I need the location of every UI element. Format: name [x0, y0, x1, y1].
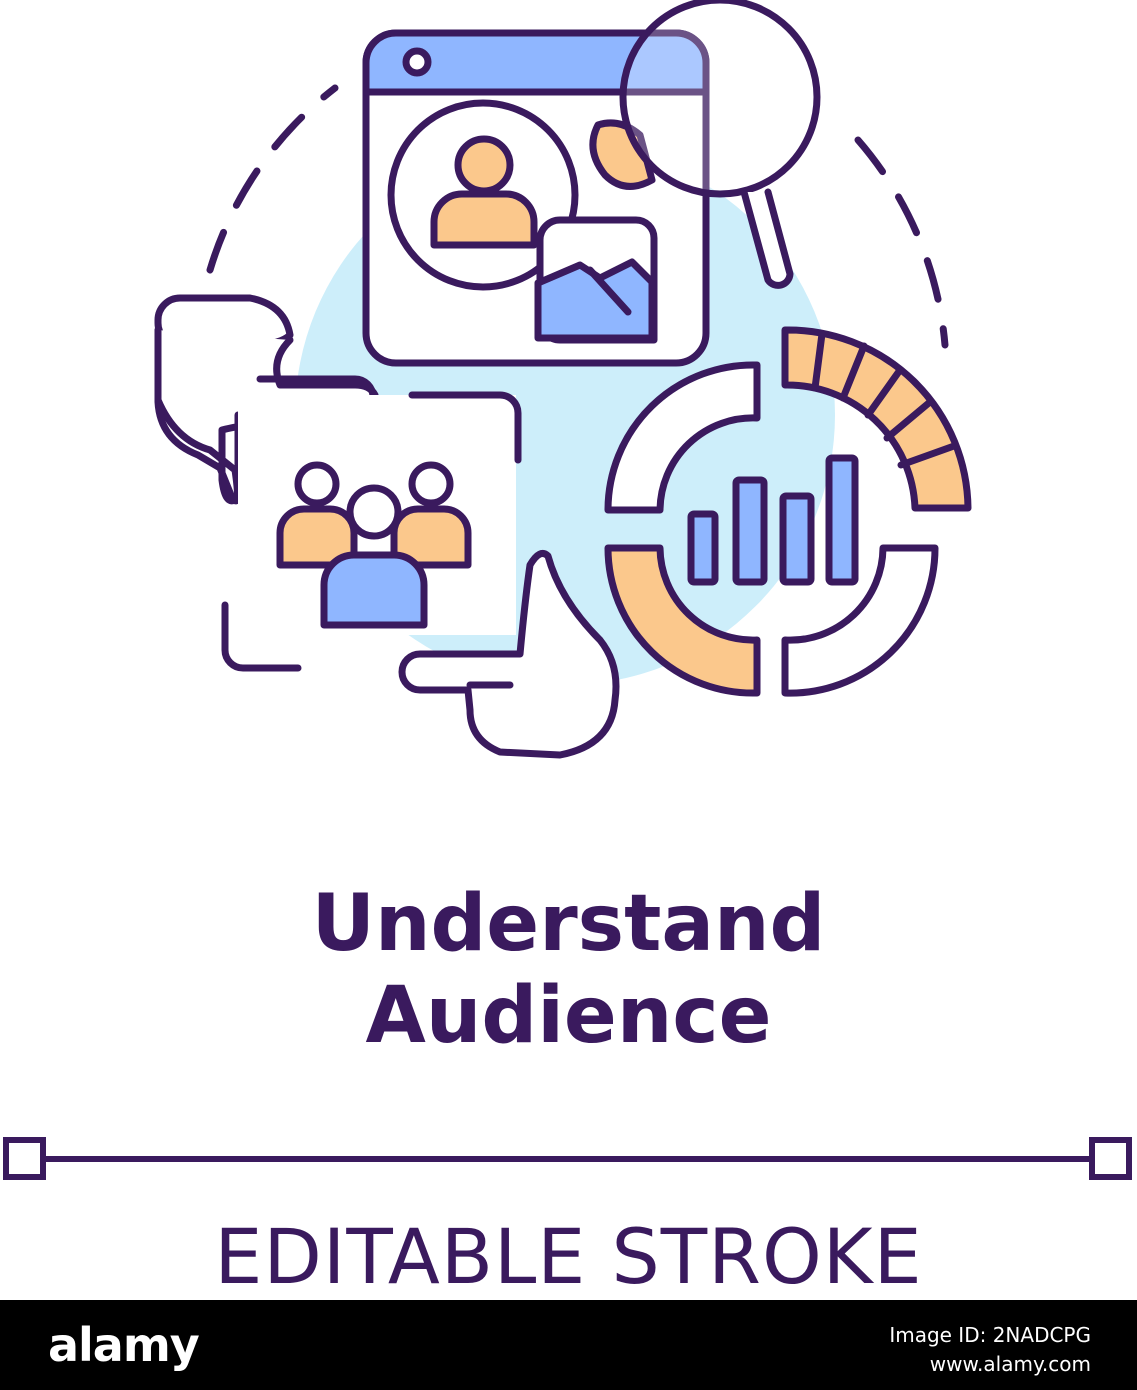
dashed-arc	[206, 84, 339, 274]
dashed-arc-right	[854, 136, 949, 349]
magnifier-icon	[619, 0, 821, 289]
group-people-icon	[276, 461, 472, 629]
site-url: www.alamy.com	[929, 1352, 1091, 1376]
editable-stroke-label: EDITABLE STROKE	[214, 1212, 923, 1301]
footer-bar	[0, 1300, 1137, 1390]
hand-frame-icon	[154, 294, 620, 759]
donut-chart-icon	[604, 326, 972, 697]
editable-stroke-line	[3, 1137, 1132, 1180]
orange-shape	[589, 119, 656, 190]
bar-chart-icon	[687, 454, 859, 586]
page-title: Understand Audience	[0, 878, 1137, 1062]
image-placeholder-icon	[534, 216, 658, 344]
user-avatar-icon	[387, 99, 579, 291]
understand-audience-illustration	[154, 0, 972, 759]
title-line-2: Audience	[365, 971, 772, 1061]
title-line-1: Understand	[311, 879, 826, 969]
stroke-handle-right	[1089, 1137, 1132, 1180]
image-id-text: Image ID: 2NADCPG	[889, 1323, 1091, 1347]
brand-logo: alamy	[48, 1318, 200, 1372]
stroke-handle-left	[3, 1137, 46, 1180]
